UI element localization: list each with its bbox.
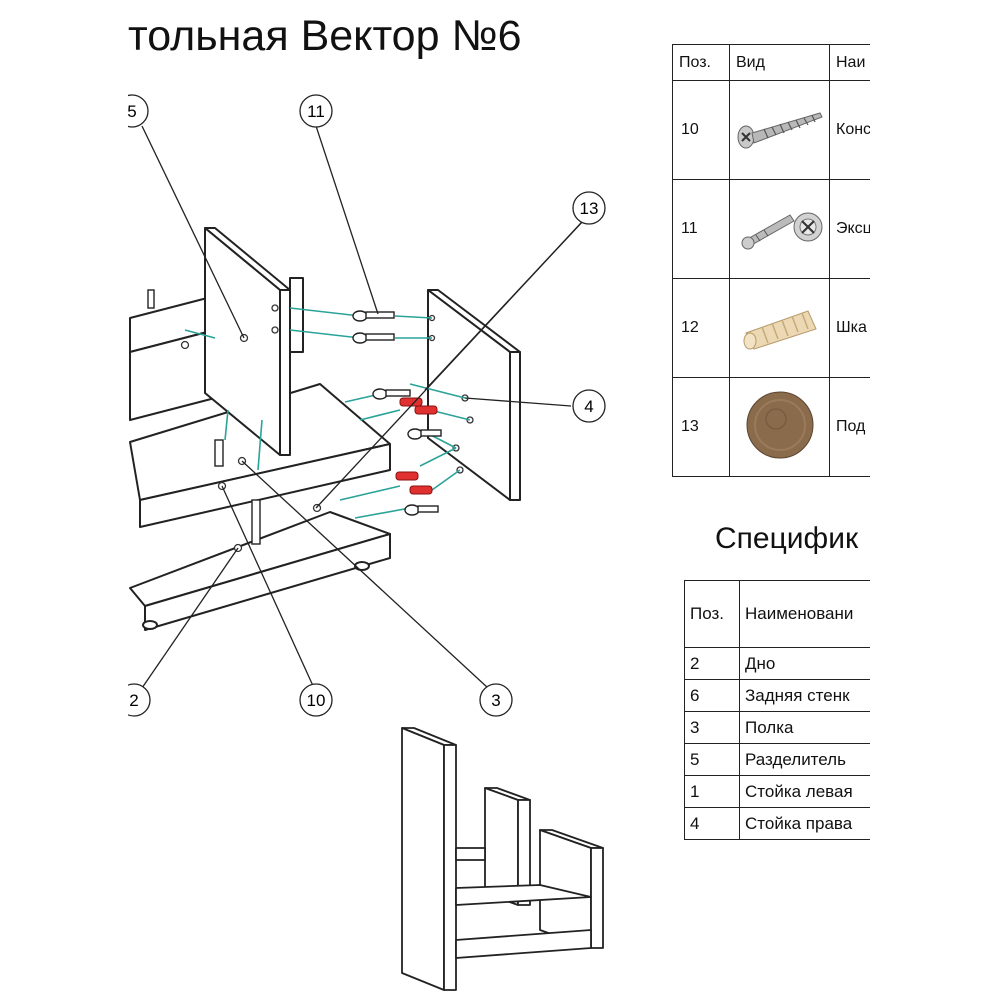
header-pos: Поз. — [672, 44, 730, 81]
row-pos: 13 — [672, 377, 730, 477]
header-pos: Поз. — [684, 580, 740, 648]
row-pos: 4 — [684, 807, 740, 840]
assembled-cabinet-preview — [401, 727, 604, 991]
furniture-foot-pad-icon — [746, 391, 813, 458]
right-stand-panel — [427, 289, 521, 501]
callout-11: 11 — [299, 94, 333, 128]
row-pos: 5 — [684, 743, 740, 776]
confirmat-screw-icon — [737, 111, 823, 148]
svg-text:4: 4 — [584, 397, 593, 416]
svg-text:3: 3 — [491, 691, 500, 710]
fittings-header-row: Поз. Вид Наи — [672, 44, 903, 81]
row-pos: 11 — [672, 179, 730, 279]
table-row: 11 Эксц — [672, 179, 903, 279]
page-crop-edge — [870, 0, 1000, 1000]
table-row: 10 Конс — [672, 80, 903, 180]
svg-text:13: 13 — [580, 199, 599, 218]
row-pos: 10 — [672, 80, 730, 180]
page-title: тольная Вектор №6 — [128, 12, 522, 60]
callout-3: 3 — [479, 683, 513, 717]
bottom-board-panel — [129, 511, 391, 631]
specification-title: Специфик — [715, 522, 859, 555]
row-pos: 2 — [684, 647, 740, 680]
red-dowels — [395, 397, 438, 495]
row-pos: 6 — [684, 679, 740, 712]
wooden-dowel-icon — [743, 309, 817, 350]
callout-10: 10 — [299, 683, 333, 717]
svg-text:11: 11 — [307, 102, 325, 121]
fittings-table: Поз. Вид Наи 10 Конс 11 — [672, 44, 903, 477]
svg-text:5: 5 — [127, 102, 136, 121]
eccentric-coupler-icon — [741, 212, 822, 249]
top-board-panel — [129, 295, 216, 421]
svg-text:2: 2 — [129, 691, 138, 710]
row-pos: 1 — [684, 775, 740, 808]
row-pos: 3 — [684, 711, 740, 744]
row-pos: 12 — [672, 278, 730, 378]
callout-4: 4 — [572, 389, 606, 423]
svg-text:10: 10 — [307, 691, 326, 710]
table-row: 12 Шка — [672, 278, 903, 378]
table-row: 13 Под — [672, 377, 903, 477]
header-view: Вид — [729, 44, 830, 81]
callout-13: 13 — [572, 191, 606, 225]
